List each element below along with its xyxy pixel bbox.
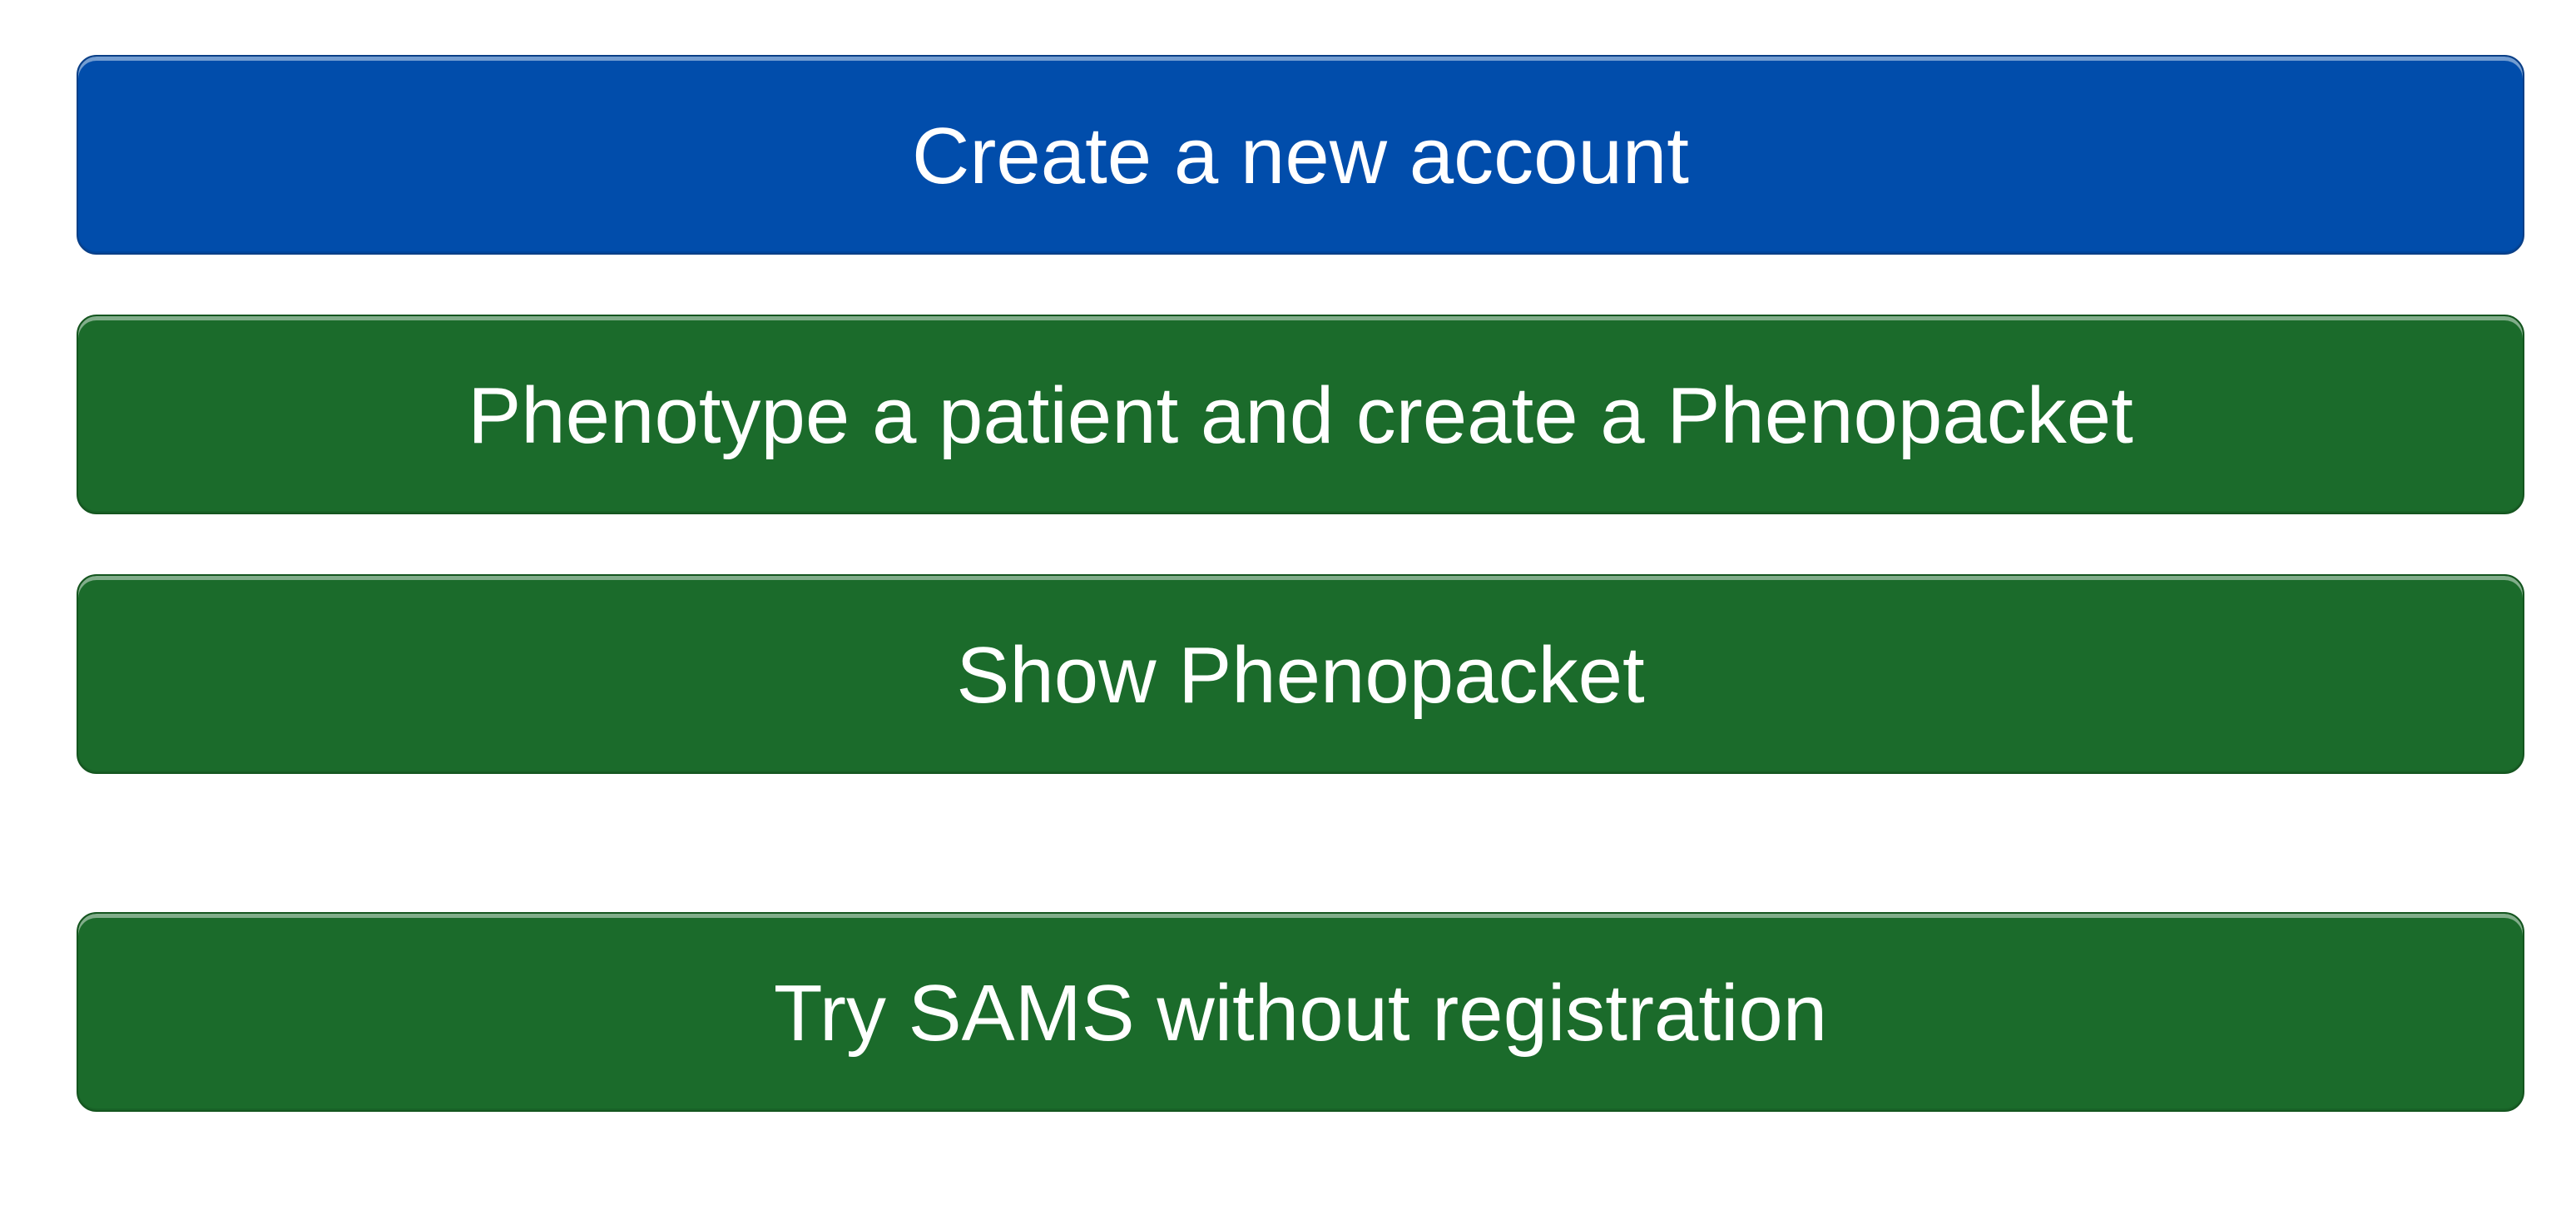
phenotype-patient-button[interactable]: Phenotype a patient and create a Phenopa… <box>77 315 2524 514</box>
create-account-label: Create a new account <box>912 112 1689 201</box>
show-phenopacket-label: Show Phenopacket <box>956 631 1645 720</box>
create-account-button[interactable]: Create a new account <box>77 55 2524 255</box>
show-phenopacket-button[interactable]: Show Phenopacket <box>77 574 2524 774</box>
try-without-registration-label: Try SAMS without registration <box>773 969 1828 1058</box>
try-without-registration-button[interactable]: Try SAMS without registration <box>77 912 2524 1112</box>
phenotype-patient-label: Phenotype a patient and create a Phenopa… <box>468 371 2133 460</box>
